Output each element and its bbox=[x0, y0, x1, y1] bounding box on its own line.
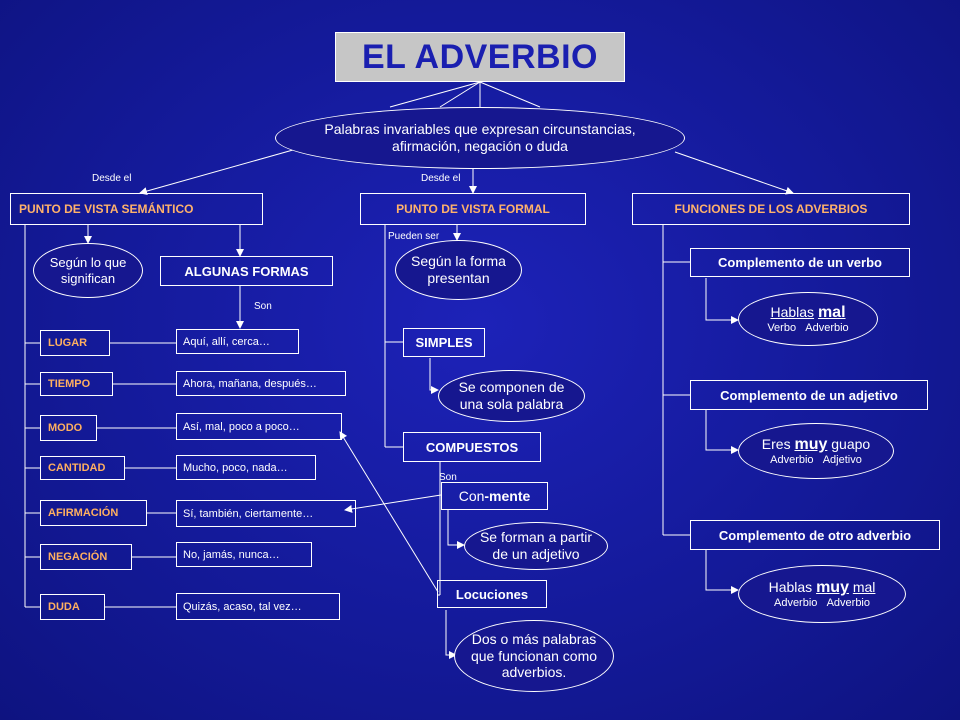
complemento-verbo-box: Complemento de un verbo bbox=[690, 248, 910, 277]
definition-ellipse: Palabras invariables que expresan circun… bbox=[275, 107, 685, 169]
definition-text: Palabras invariables que expresan circun… bbox=[324, 121, 636, 154]
locuciones-desc-ellipse: Dos o más palabras que funcionan como ad… bbox=[454, 620, 614, 692]
category-cantidad: CANTIDAD bbox=[40, 456, 125, 480]
son-semantic-label: Son bbox=[254, 301, 272, 312]
category-negacion: NEGACIÓN bbox=[40, 544, 132, 570]
adverbio-example-ellipse: Hablas muy mal Adverbio Adverbio bbox=[738, 565, 906, 623]
functions-header: FUNCIONES DE LOS ADVERBIOS bbox=[632, 193, 910, 225]
desde-el-center-label: Desde el bbox=[421, 173, 461, 184]
example-tiempo: Ahora, mañana, después… bbox=[176, 371, 346, 396]
category-lugar: LUGAR bbox=[40, 330, 110, 356]
locuciones-box: Locuciones bbox=[437, 580, 547, 608]
adverbio-example-roles: Adverbio Adverbio bbox=[773, 597, 870, 609]
example-lugar: Aquí, allí, cerca… bbox=[176, 329, 299, 354]
example-afirmacion: Sí, también, ciertamente… bbox=[176, 500, 356, 527]
segun-forma-ellipse: Según la forma presentan bbox=[395, 240, 522, 300]
pueden-ser-label: Pueden ser bbox=[388, 231, 440, 242]
verbo-example-sentence: Hablas mal bbox=[770, 303, 846, 321]
formal-header: PUNTO DE VISTA FORMAL bbox=[360, 193, 586, 225]
category-modo: MODO bbox=[40, 415, 97, 441]
example-cantidad: Mucho, poco, nada… bbox=[176, 455, 316, 480]
complemento-adjetivo-box: Complemento de un adjetivo bbox=[690, 380, 928, 410]
example-duda: Quizás, acaso, tal vez… bbox=[176, 593, 340, 620]
segun-significan-ellipse: Según lo que significan bbox=[33, 243, 143, 298]
simples-box: SIMPLES bbox=[403, 328, 485, 357]
adverbio-example-sentence: Hablas muy mal bbox=[768, 578, 876, 596]
example-modo: Así, mal, poco a poco… bbox=[176, 413, 342, 440]
category-tiempo: TIEMPO bbox=[40, 372, 113, 396]
category-afirmacion: AFIRMACIÓN bbox=[40, 500, 147, 526]
son-formal-label: Son bbox=[439, 472, 457, 483]
example-negacion: No, jamás, nunca… bbox=[176, 542, 312, 567]
semantic-header: PUNTO DE VISTA SEMÁNTICO bbox=[10, 193, 263, 225]
verbo-example-roles: Verbo Adverbio bbox=[767, 322, 849, 334]
mente-suffix: -mente bbox=[484, 488, 531, 504]
desde-el-left-label: Desde el bbox=[92, 173, 132, 184]
complemento-adverbio-box: Complemento de otro adverbio bbox=[690, 520, 940, 550]
compuestos-box: COMPUESTOS bbox=[403, 432, 541, 462]
mente-desc-ellipse: Se forman a partir de un adjetivo bbox=[464, 522, 608, 570]
algunas-formas-box: ALGUNAS FORMAS bbox=[160, 256, 333, 286]
con-mente-box: Con -mente bbox=[441, 482, 548, 510]
adjetivo-example-roles: Adverbio Adjetivo bbox=[770, 454, 862, 466]
verbo-example-ellipse: Hablas mal Verbo Adverbio bbox=[738, 292, 878, 346]
simples-desc-ellipse: Se componen de una sola palabra bbox=[438, 370, 585, 422]
page-title: EL ADVERBIO bbox=[335, 32, 625, 82]
adjetivo-example-sentence: Eres muy guapo bbox=[761, 435, 871, 453]
adjetivo-example-ellipse: Eres muy guapo Adverbio Adjetivo bbox=[738, 423, 894, 479]
category-duda: DUDA bbox=[40, 594, 105, 620]
